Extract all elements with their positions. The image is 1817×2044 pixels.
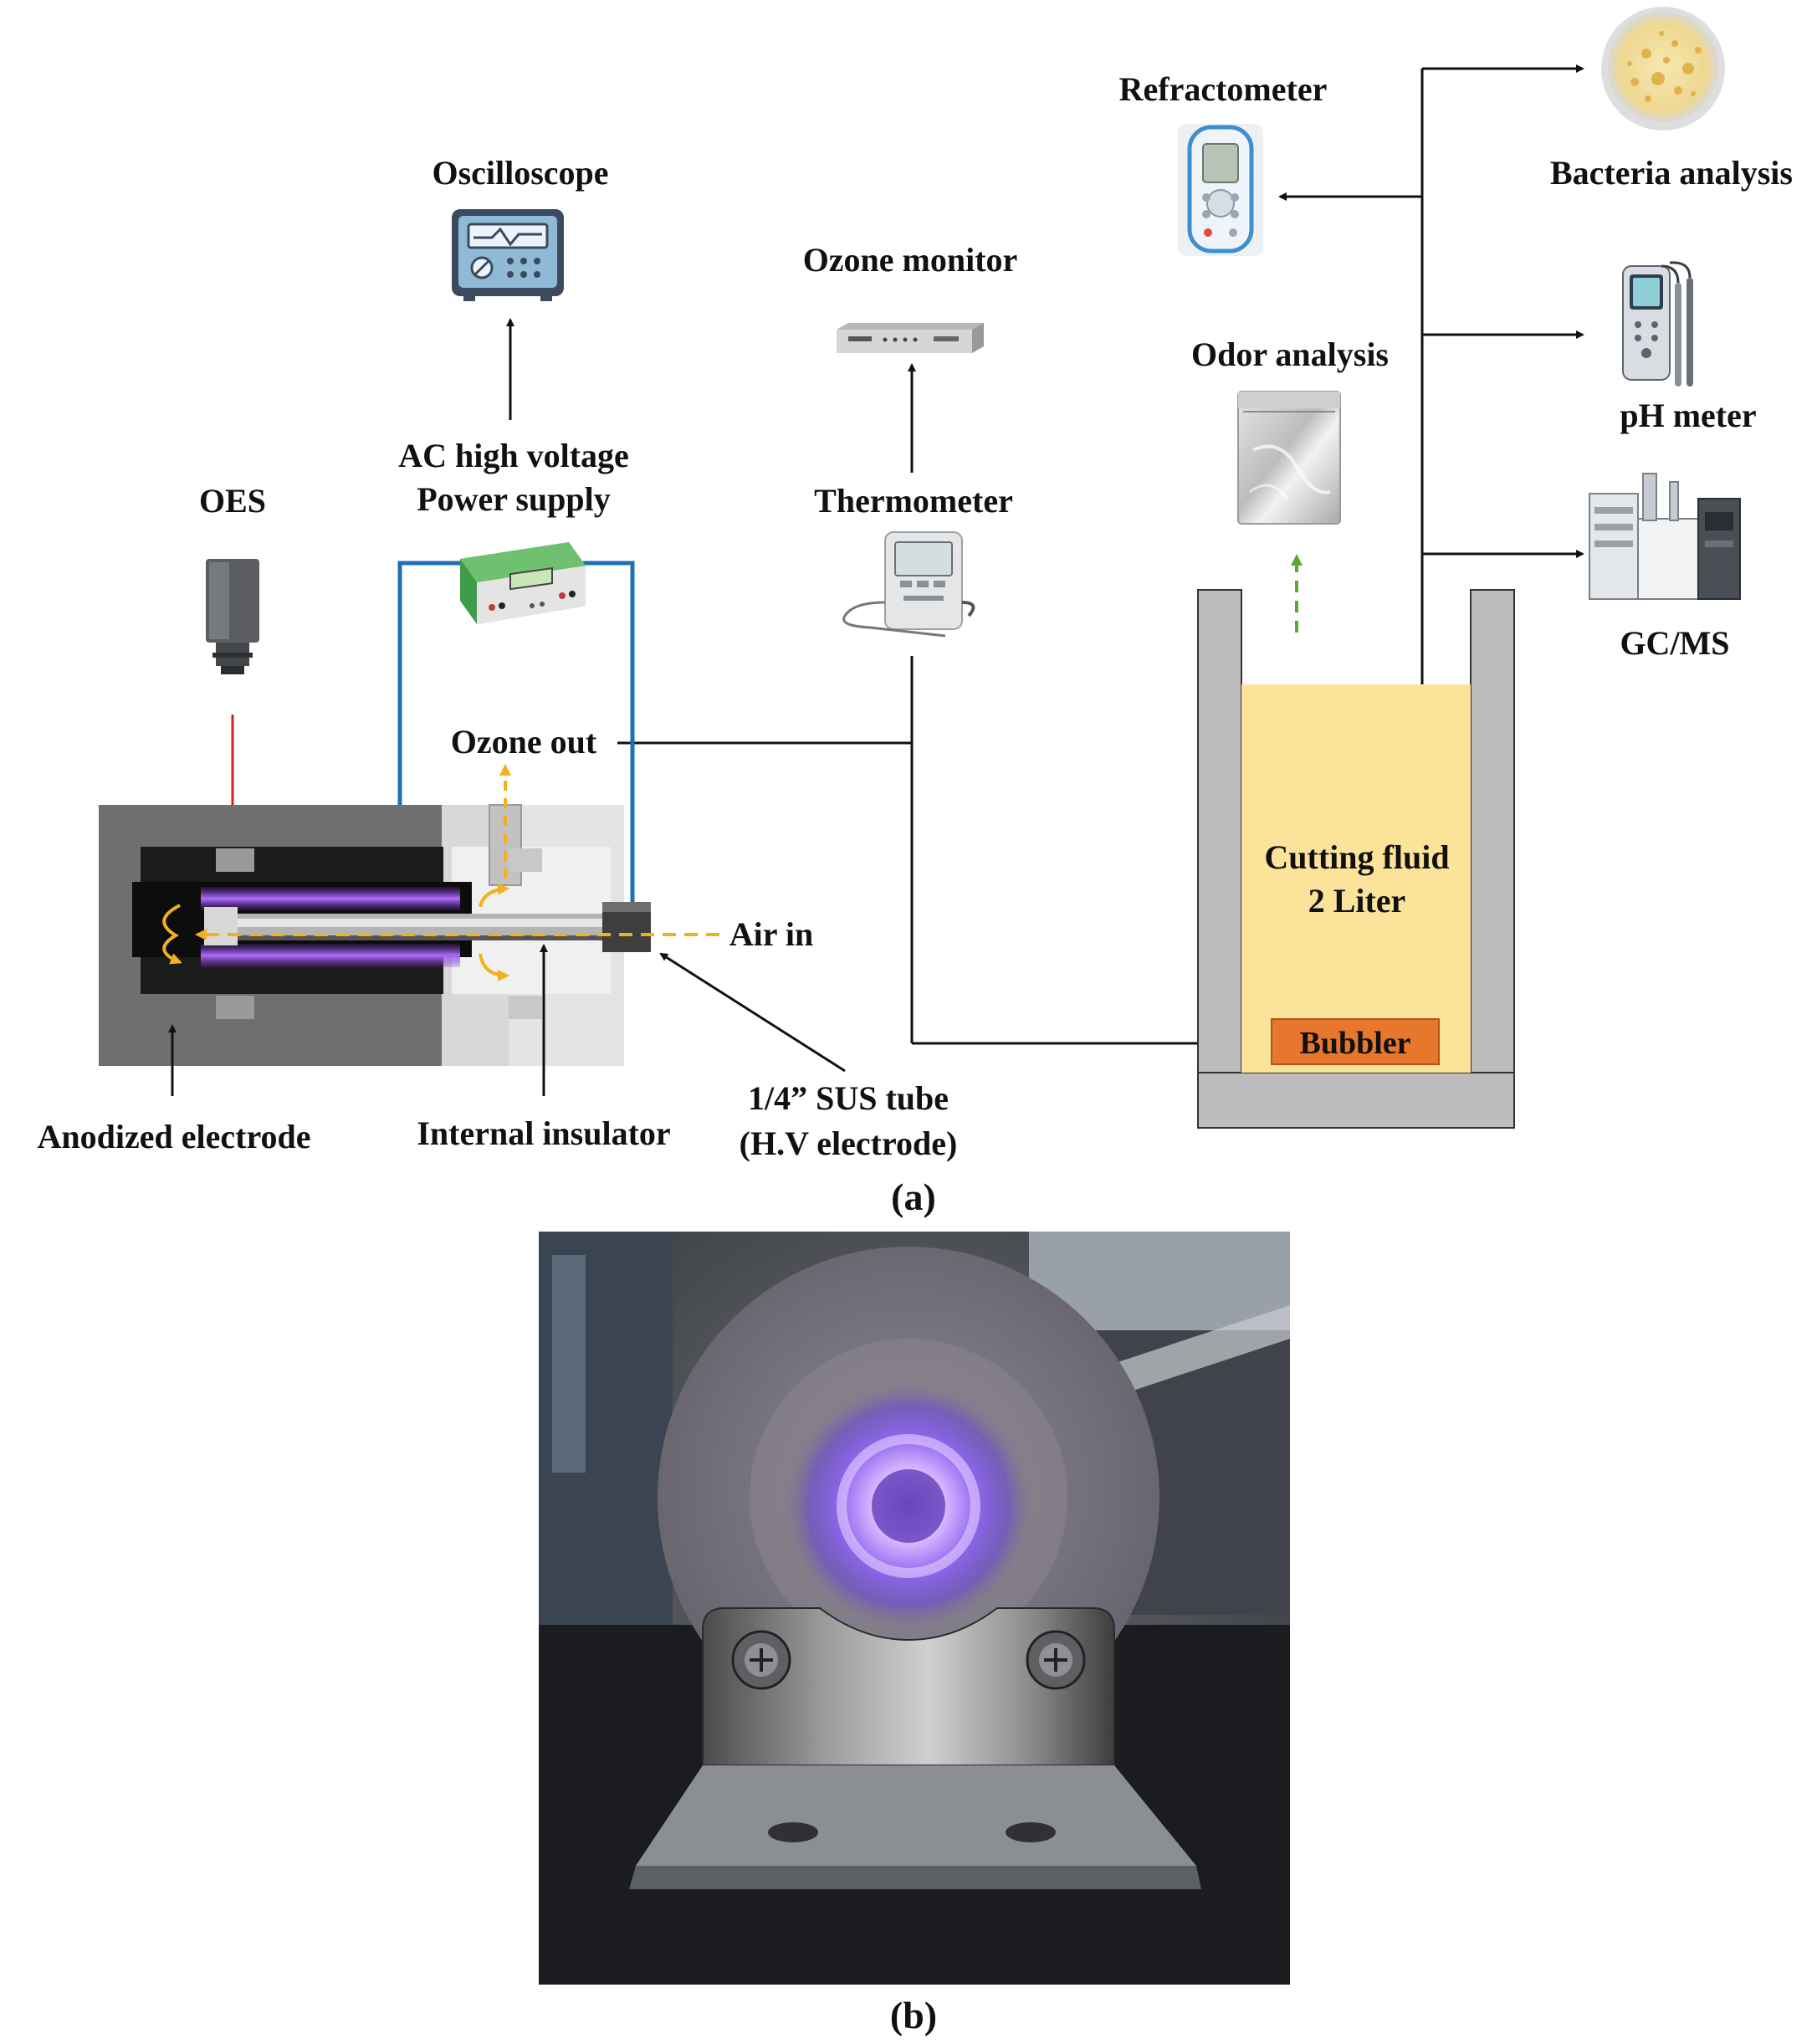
gas-recirculation-left xyxy=(162,904,182,965)
ph-meter-device-icon xyxy=(1622,261,1693,387)
plasma-reactor-cross-section xyxy=(99,764,719,1066)
panel-label-b: (b) xyxy=(890,1994,937,2036)
pointer-sus-tube xyxy=(659,952,846,1073)
hv-wire-left xyxy=(397,561,465,887)
spectrometer-probe-icon xyxy=(206,559,259,674)
vessel-base xyxy=(1197,1072,1515,1129)
power-supply-device-icon xyxy=(460,542,586,624)
label-anodized-electrode: Anodized electrode xyxy=(38,1118,311,1155)
hv-wire-right xyxy=(583,561,635,915)
label-gcms: GC/MS xyxy=(1620,624,1729,662)
plasma-discharge-photo xyxy=(539,1232,1290,1985)
vessel-wall-right xyxy=(1470,589,1515,1091)
label-internal-insulator: Internal insulator xyxy=(417,1114,670,1152)
sample-bag-icon xyxy=(1237,391,1341,525)
labels: Refractometer Bacteria analysis Oscillos… xyxy=(38,70,1793,2036)
gas-turn-upper xyxy=(479,883,509,908)
cutting-fluid-vessel xyxy=(1197,589,1515,1129)
panel-label-a: (a) xyxy=(891,1176,936,1218)
label-oes: OES xyxy=(199,482,266,520)
label-ac-high-voltage: AC high voltage xyxy=(398,437,629,474)
label-bubbler: Bubbler xyxy=(1299,1026,1410,1061)
bubbler xyxy=(1271,1018,1440,1065)
label-oscilloscope: Oscilloscope xyxy=(432,154,608,192)
tube-end-cap xyxy=(204,907,238,945)
cutting-fluid xyxy=(1241,684,1471,1073)
label-ph-meter: pH meter xyxy=(1620,397,1756,434)
label-hv-electrode: (H.V electrode) xyxy=(740,1124,958,1162)
plasma-glow-lower xyxy=(201,944,460,967)
label-thermometer: Thermometer xyxy=(814,482,1013,520)
label-sus-tube: 1/4” SUS tube xyxy=(748,1079,949,1117)
label-power-supply: Power supply xyxy=(417,480,611,518)
label-cutting-fluid: Cutting fluid xyxy=(1264,838,1449,876)
label-refractometer: Refractometer xyxy=(1119,70,1328,108)
label-odor-analysis: Odor analysis xyxy=(1191,336,1389,373)
vessel-wall-left xyxy=(1197,589,1242,1091)
label-ozone-out: Ozone out xyxy=(451,723,597,761)
ozone-monitor-device-icon xyxy=(837,323,984,353)
label-air-in: Air in xyxy=(729,915,813,953)
refractometer-device-icon xyxy=(1178,124,1263,256)
digital-thermometer-icon xyxy=(842,531,975,638)
plasma-glow-upper xyxy=(201,887,460,910)
mounting-bracket xyxy=(702,1607,1115,1766)
gas-turn-lower xyxy=(479,953,509,981)
label-bacteria-analysis: Bacteria analysis xyxy=(1550,154,1793,192)
oscilloscope-device-icon xyxy=(452,209,564,301)
gc-ms-instrument-icon xyxy=(1589,473,1741,600)
label-fluid-volume: 2 Liter xyxy=(1308,882,1406,920)
label-ozone-monitor: Ozone monitor xyxy=(803,241,1018,279)
petri-dish-icon xyxy=(1601,7,1725,131)
